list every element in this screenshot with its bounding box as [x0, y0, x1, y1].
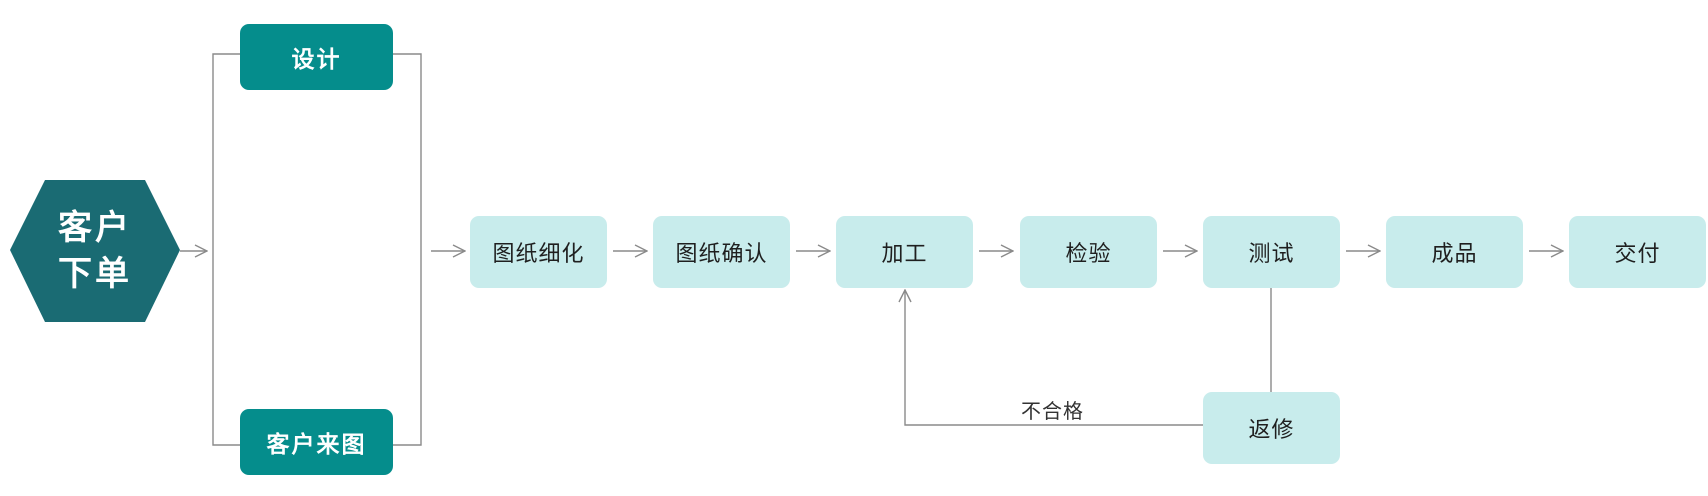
left-bracket-connector — [212, 53, 240, 446]
start-node-line1: 客户 — [58, 208, 132, 248]
step-node-processing: 加工 — [836, 216, 973, 288]
edge-label-fail: 不合格 — [1021, 399, 1084, 423]
step-node-delivery: 交付 — [1569, 216, 1706, 288]
step-node-rework: 返修 — [1203, 392, 1340, 464]
branch-node-customer-drawing: 客户来图 — [240, 409, 393, 475]
start-hexagon-shape — [10, 180, 180, 322]
step-node-finished-product: 成品 — [1386, 216, 1523, 288]
step-node-testing: 测试 — [1203, 216, 1340, 288]
start-node-line2: 下单 — [58, 254, 132, 294]
right-bracket-connector — [393, 53, 422, 446]
start-node-customer-order: 客户 下单 — [10, 180, 180, 322]
step-node-drawing-detail: 图纸细化 — [470, 216, 607, 288]
connector-rework-to-process — [905, 290, 1203, 426]
step-node-drawing-confirm: 图纸确认 — [653, 216, 790, 288]
branch-node-design: 设计 — [240, 24, 393, 90]
step-node-inspection: 检验 — [1020, 216, 1157, 288]
